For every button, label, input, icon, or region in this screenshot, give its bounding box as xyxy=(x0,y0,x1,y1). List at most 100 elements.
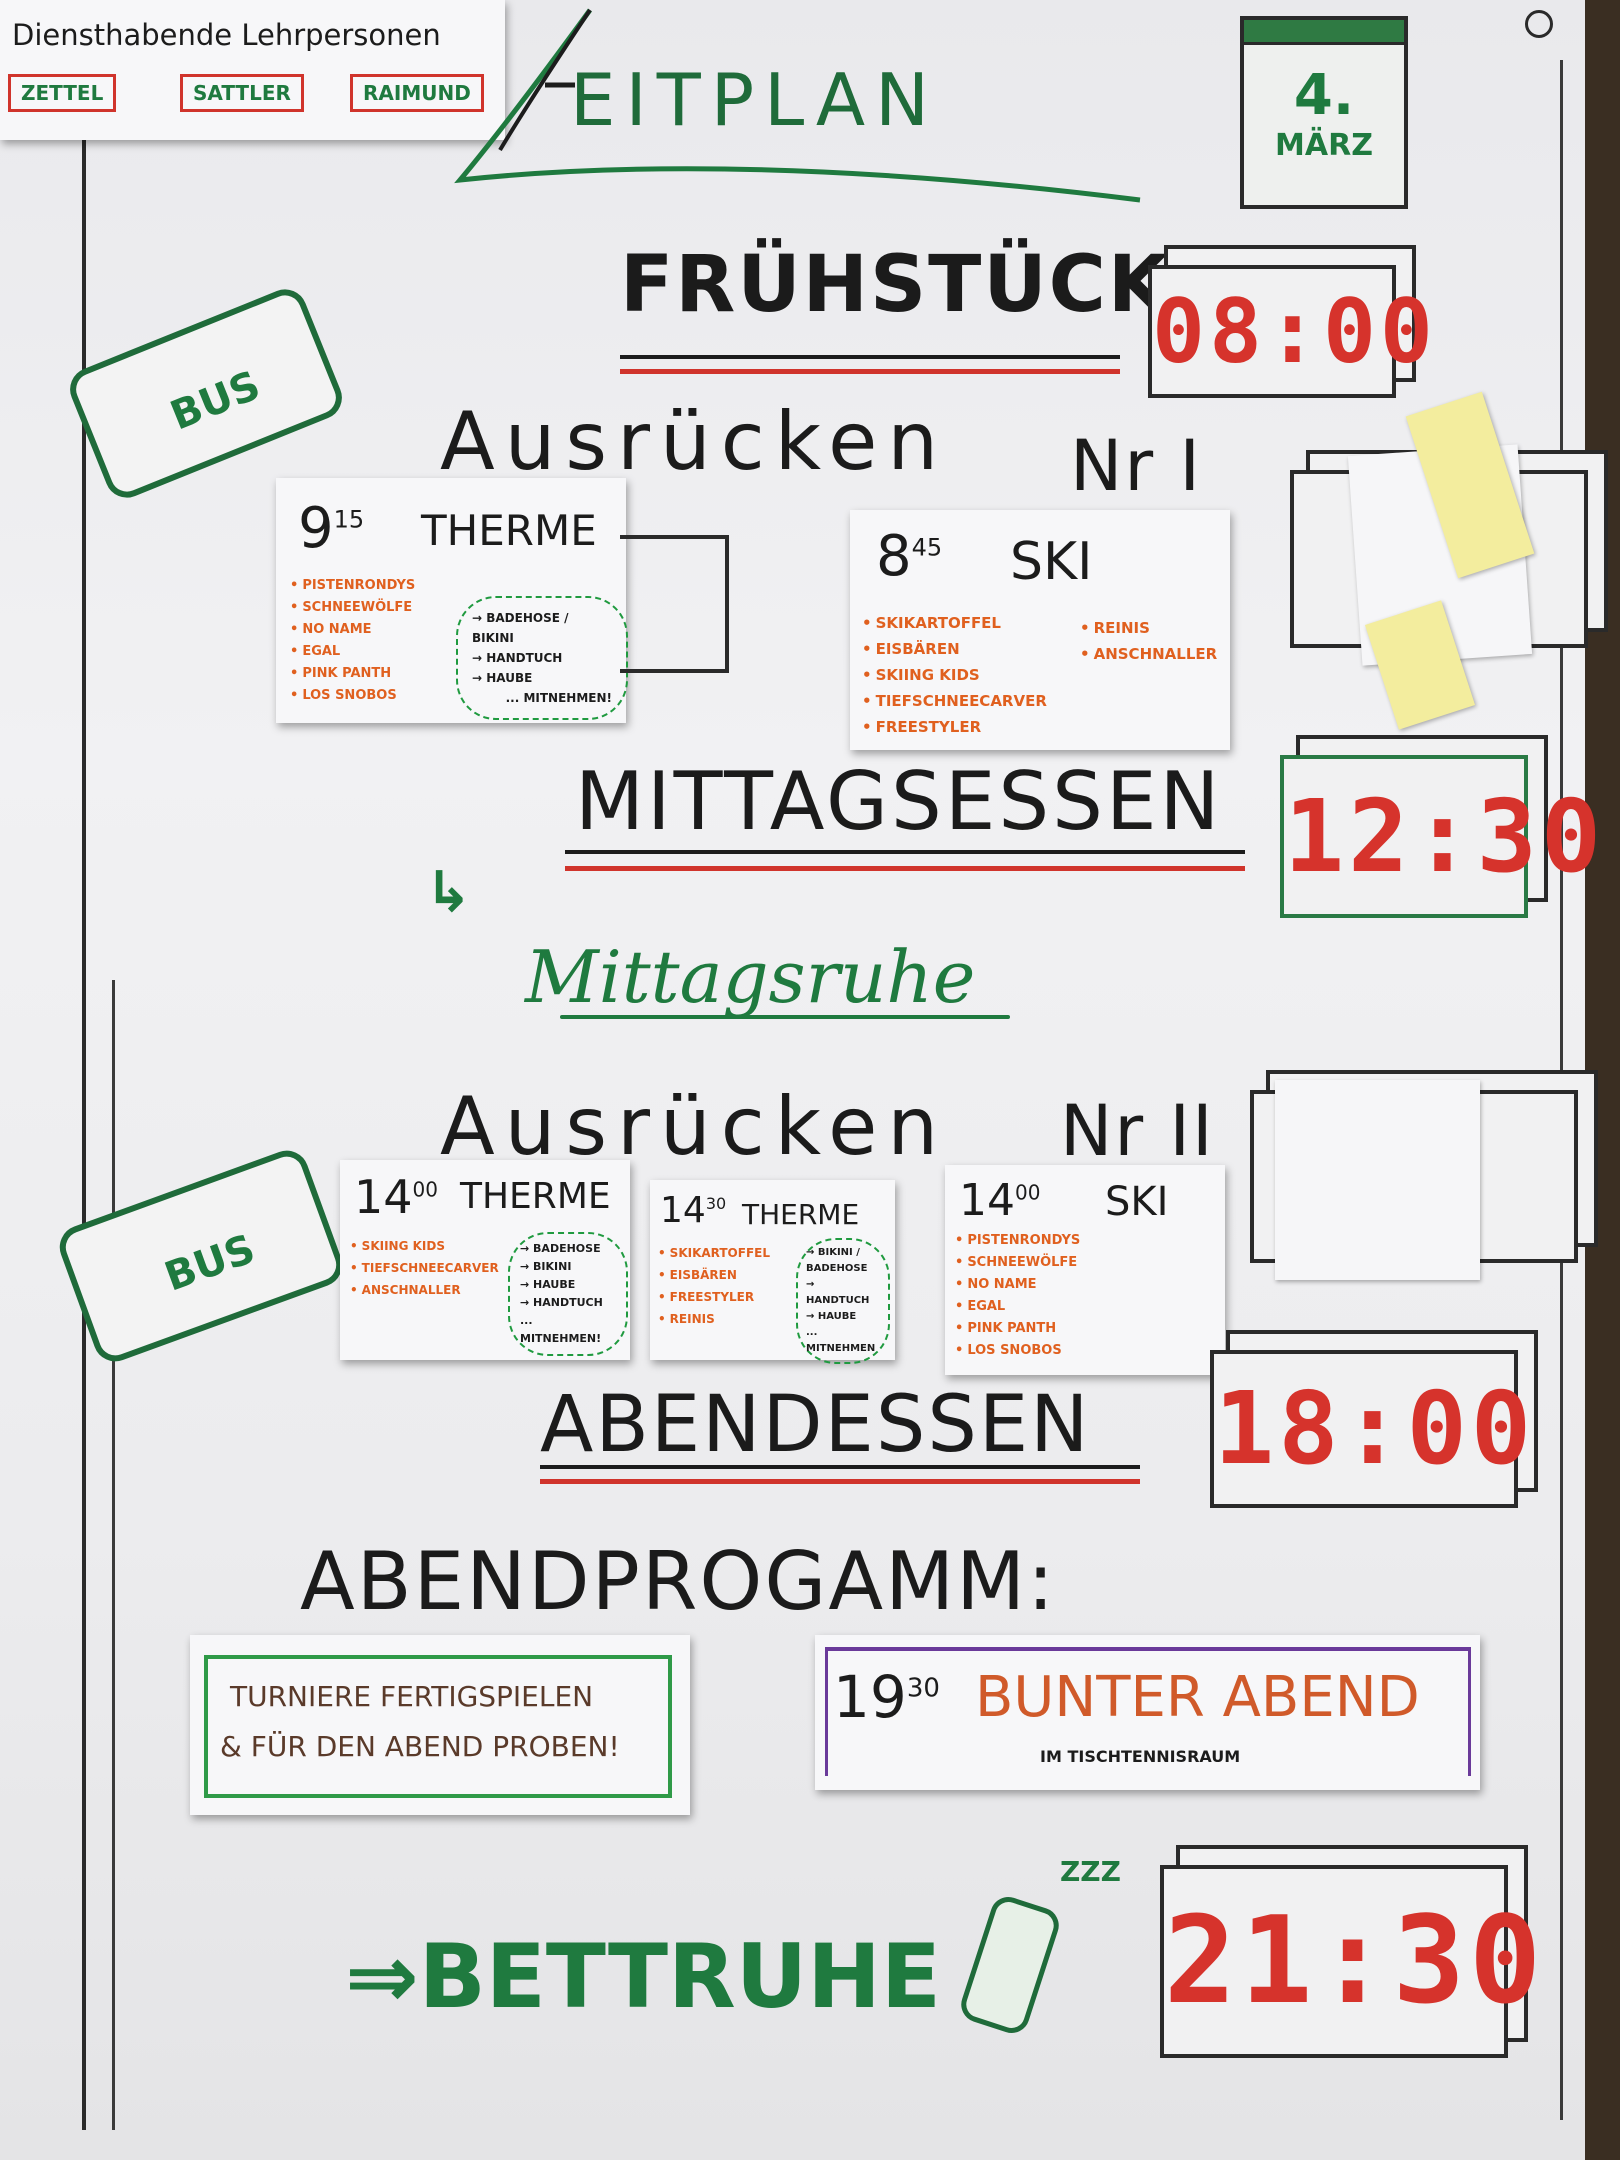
teacher-tag-3: RAIMUND xyxy=(350,74,484,112)
teachers-heading: Diensthabende Lehrpersonen xyxy=(12,18,441,52)
therme1-packing: → BADEHOSE / BIKINI → HANDTUCH → HAUBE .… xyxy=(456,596,628,720)
evening-activity-note: TURNIERE FERTIGSPIELEN & FÜR DEN ABEND P… xyxy=(190,1635,690,1815)
ski1-groups-left: SKIKARTOFFEL EISBÄREN SKIING KIDS TIEFSC… xyxy=(862,610,1047,740)
ski2-group: SCHNEEWÖLFE xyxy=(955,1252,1080,1274)
departure2-number: Nr II xyxy=(1060,1090,1215,1172)
therme2-group: TIEFSCHNEECARVER xyxy=(350,1257,499,1279)
therme2-group: SKIING KIDS xyxy=(350,1235,499,1257)
therme3-hour: 14 xyxy=(660,1190,706,1231)
left-border-line xyxy=(82,140,86,2130)
departure2-label: Ausrücken xyxy=(440,1080,949,1173)
dinner-underline xyxy=(540,1465,1140,1484)
therme1-group: LOS SNOBOS xyxy=(290,685,415,707)
therme3-pack-item: → BIKINI / xyxy=(806,1247,860,1258)
ski1-minute: 45 xyxy=(911,533,943,562)
breakfast-underline xyxy=(620,355,1120,374)
therme1-group: PINK PANTH xyxy=(290,663,415,685)
ski2-card: 1400 SKI PISTENRONDYS SCHNEEWÖLFE NO NAM… xyxy=(945,1165,1225,1375)
ski1-card: 845 SKI SKIKARTOFFEL EISBÄREN SKIING KID… xyxy=(850,510,1230,750)
left-outer-line xyxy=(112,980,115,2130)
therme1-groups: PISTENRONDYS SCHNEEWÖLFE NO NAME EGAL PI… xyxy=(290,575,415,707)
calendar-day: 4. xyxy=(1293,63,1355,128)
show-time: 1930 xyxy=(833,1663,940,1731)
show-place: IM TISCHTENNISRAUM xyxy=(1040,1747,1241,1766)
calendar-month: MÄRZ xyxy=(1275,128,1373,163)
therme2-card: 1400 THERME SKIING KIDS TIEFSCHNEECARVER… xyxy=(340,1160,630,1360)
therme3-group: REINIS xyxy=(658,1308,770,1330)
show-hour: 19 xyxy=(833,1663,907,1731)
lunch-label: MITTAGSESSEN xyxy=(575,755,1223,848)
lunch-time: 12:30 xyxy=(1284,778,1606,895)
therme1-group: SCHNEEWÖLFE xyxy=(290,597,415,619)
ski2-minute: 00 xyxy=(1015,1180,1041,1205)
bedtime-label: ⇒BETTRUHE xyxy=(345,1925,941,2028)
therme3-title: THERME xyxy=(742,1198,860,1231)
teachers-note: Diensthabende Lehrpersonen ZETTEL SATTLE… xyxy=(0,0,505,140)
therme1-pack-item: → HAUBE xyxy=(472,671,533,685)
therme2-pack-item: ... MITNEHMEN! xyxy=(520,1314,602,1345)
ski1-group: EISBÄREN xyxy=(862,636,1047,662)
bunter-abend-note: 1930 BUNTER ABEND IM TISCHTENNISRAUM xyxy=(815,1635,1480,1790)
ski1-group: TIEFSCHNEECARVER xyxy=(862,688,1047,714)
therme2-minute: 00 xyxy=(412,1177,438,1202)
ski1-time: 845 xyxy=(876,524,942,589)
therme2-groups: SKIING KIDS TIEFSCHNEECARVER ANSCHNALLER xyxy=(350,1235,499,1301)
therme2-pack-item: → HAUBE xyxy=(520,1278,576,1291)
bedtime-zzz: ZZZ xyxy=(1060,1855,1121,1888)
page-title: EITPLAN xyxy=(570,58,940,142)
bedtime-time: 21:30 xyxy=(1164,1892,1546,2031)
ski1-group: REINIS xyxy=(1080,615,1217,641)
therme3-pack-item: → HANDTUCH xyxy=(806,1279,870,1306)
ski2-groups: PISTENRONDYS SCHNEEWÖLFE NO NAME EGAL PI… xyxy=(955,1230,1080,1362)
bedtime-clock: 21:30 xyxy=(1160,1865,1546,2058)
ski1-group: SKIKARTOFFEL xyxy=(862,610,1047,636)
therme1-card: 915 THERME PISTENRONDYS SCHNEEWÖLFE NO N… xyxy=(276,478,628,723)
therme2-hour: 14 xyxy=(354,1170,413,1224)
evening-label: ABENDPROGAMM: xyxy=(300,1535,1057,1628)
therme1-pack-item: ... MITNEHMEN! xyxy=(505,691,612,705)
title-swoosh xyxy=(454,8,1141,203)
therme2-pack-item: → BADEHOSE xyxy=(520,1242,601,1255)
therme3-groups: SKIKARTOFFEL EISBÄREN FREESTYLER REINIS xyxy=(658,1242,770,1330)
ski1-groups-right: REINIS ANSCHNALLER xyxy=(1080,615,1218,667)
dinner-label: ABENDESSEN xyxy=(540,1380,1091,1470)
departure1-number: Nr I xyxy=(1070,425,1203,507)
show-minute: 30 xyxy=(906,1673,940,1704)
ski2-title: SKI xyxy=(1105,1179,1169,1225)
dinner-clock: 18:00 xyxy=(1210,1350,1536,1508)
ski2-group: EGAL xyxy=(955,1296,1080,1318)
ski2-group: PISTENRONDYS xyxy=(955,1230,1080,1252)
ski2-group: LOS SNOBOS xyxy=(955,1340,1080,1362)
breakfast-label: FRÜHSTÜCK xyxy=(620,240,1171,330)
calendar-date: 4. MÄRZ xyxy=(1240,16,1408,209)
ski1-group: FREESTYLER xyxy=(862,714,1047,740)
magnifier-icon xyxy=(1525,10,1553,38)
departure1-label: Ausrücken xyxy=(440,395,949,488)
lunch-clock: 12:30 xyxy=(1280,755,1606,918)
evening-line1: TURNIERE FERTIGSPIELEN xyxy=(230,1680,594,1713)
ski1-title: SKI xyxy=(1010,532,1093,592)
therme1-title: THERME xyxy=(421,506,597,555)
therme1-group: PISTENRONDYS xyxy=(290,575,415,597)
therme3-packing: → BIKINI / BADEHOSE → HANDTUCH → HAUBE .… xyxy=(796,1238,890,1364)
evening-activity-frame xyxy=(204,1655,672,1798)
lunch-underline xyxy=(565,850,1245,871)
show-title: BUNTER ABEND xyxy=(975,1665,1420,1730)
therme1-group: EGAL xyxy=(290,641,415,663)
ski2-time: 1400 xyxy=(959,1175,1040,1226)
therme2-pack-item: → HANDTUCH xyxy=(520,1296,603,1309)
ski1-group: ANSCHNALLER xyxy=(1080,641,1218,667)
breakfast-time: 08:00 xyxy=(1152,280,1437,383)
ski2-group: NO NAME xyxy=(955,1274,1080,1296)
rest-label: Mittagsruhe xyxy=(525,935,976,1019)
bus-label-1: BUS xyxy=(164,362,267,440)
therme3-pack-item: ... MITNEHMEN xyxy=(806,1327,876,1354)
paper-cover-2 xyxy=(1275,1080,1480,1280)
ski1-hour: 8 xyxy=(876,524,912,589)
therme3-pack-item: BADEHOSE xyxy=(806,1263,868,1274)
dinner-time: 18:00 xyxy=(1214,1370,1536,1487)
therme3-time: 1430 xyxy=(660,1190,726,1231)
pool-sketch xyxy=(620,535,729,673)
rest-arrow-icon: ↳ xyxy=(425,860,472,925)
